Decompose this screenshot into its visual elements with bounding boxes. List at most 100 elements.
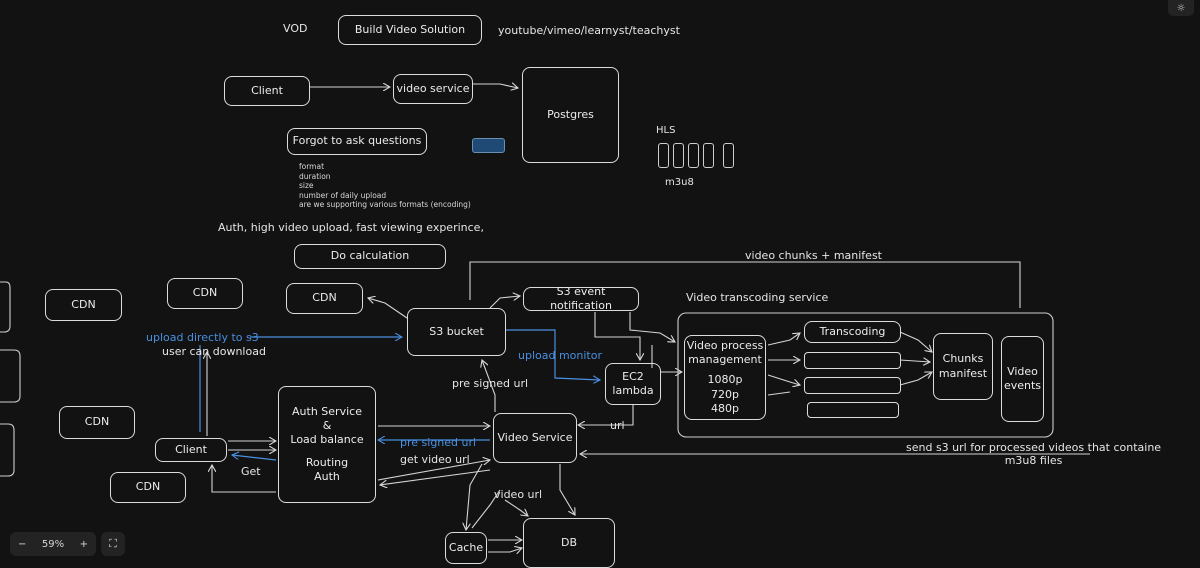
video-process-management-box[interactable]: Video process management 1080p 720p 480p xyxy=(684,335,766,420)
fit-screen-button[interactable]: ⛶ xyxy=(101,532,125,556)
line-cache-return xyxy=(471,489,501,529)
cdn-box[interactable]: CDN xyxy=(286,283,363,314)
arrow-event-ec2 xyxy=(594,312,640,360)
ec2-lambda-box[interactable]: EC2 lambda xyxy=(605,363,661,405)
arrow-s3-cdn xyxy=(368,298,408,319)
questions-list: format duration size number of daily upl… xyxy=(299,162,499,210)
arrow-vpm-row3 xyxy=(767,374,800,385)
url-label: url xyxy=(610,419,625,432)
cache-box[interactable]: Cache xyxy=(445,532,487,564)
s3-event-notification-box[interactable]: S3 event notification xyxy=(523,285,639,312)
arrow-upload-monitor xyxy=(506,329,600,380)
hls-label: HLS xyxy=(656,125,676,136)
send-s3-line: m3u8 files xyxy=(1004,454,1063,467)
ec2-line: EC2 xyxy=(622,369,644,383)
partial-box-left-3 xyxy=(0,423,15,477)
vod-label: VOD xyxy=(283,22,308,35)
upload-monitor-label: upload monitor xyxy=(518,349,602,362)
s3-bucket-box[interactable]: S3 bucket xyxy=(407,308,506,356)
question-item: number of daily upload xyxy=(299,190,387,200)
vpm-line: Video process xyxy=(686,338,764,352)
auth-service-box[interactable]: Auth Service & Load balance Routing Auth xyxy=(278,386,376,503)
arrow-vpm-transcoding xyxy=(767,333,800,346)
auth-line: & xyxy=(322,419,332,433)
questions-box[interactable]: Forgot to ask questions xyxy=(287,128,427,155)
send-s3-label: send s3 url for processed videos that co… xyxy=(906,441,1161,467)
db-box[interactable]: DB xyxy=(523,518,615,568)
cdn-box[interactable]: CDN xyxy=(59,406,135,439)
arrow-auth-to-client-blue xyxy=(232,455,277,461)
question-item: are we supporting various formats (encod… xyxy=(299,200,471,210)
hls-segment xyxy=(673,143,684,168)
requirements-text: Auth, high video upload, fast viewing ex… xyxy=(218,221,484,234)
chunks-manifest-box[interactable]: Chunks manifest xyxy=(933,333,993,400)
send-s3-line: send s3 url for processed videos that co… xyxy=(906,441,1162,454)
zoom-control: − 59% + xyxy=(10,532,96,556)
arrow-row2-chunks xyxy=(899,360,930,362)
get-video-url-label: get video url xyxy=(400,453,470,466)
cdn-box[interactable]: CDN xyxy=(167,278,243,309)
transcoding-row xyxy=(807,402,899,418)
title-box[interactable]: Build Video Solution xyxy=(338,15,482,45)
arrow-ec2-videoservice xyxy=(578,404,634,425)
cdn-box[interactable]: CDN xyxy=(110,472,186,503)
vpm-line: 1080p xyxy=(707,373,743,387)
arrow-cache-db-b xyxy=(488,548,522,552)
video-chunks-manifest-label: video chunks + manifest xyxy=(745,249,882,262)
examples-text: youtube/vimeo/learnyst/teachyst xyxy=(498,24,680,37)
pre-signed-url-label: pre signed url xyxy=(452,377,529,390)
arrow-row3-chunks xyxy=(899,372,932,386)
ec2-line: lambda xyxy=(612,384,654,397)
arrow-videoservice-auth xyxy=(380,469,491,485)
video-events-box[interactable]: Video events xyxy=(1001,336,1044,422)
arrow-videoservice-cache xyxy=(466,463,483,530)
video-service-box-top[interactable]: video service xyxy=(393,74,473,104)
theme-toggle-icon[interactable]: ☼ xyxy=(1168,0,1194,16)
zoom-level[interactable]: 59% xyxy=(41,538,65,550)
pre-signed-url-blue-label: pre signed url xyxy=(400,436,477,449)
user-can-download-label: user can download xyxy=(162,345,266,358)
video-service-box[interactable]: Video Service xyxy=(493,413,577,463)
question-item: format xyxy=(299,162,325,171)
arrow-videoservice-postgres xyxy=(473,84,518,88)
client-box[interactable]: Client xyxy=(155,438,227,462)
hls-segment xyxy=(703,143,714,168)
hls-segment xyxy=(658,143,669,168)
vpm-line: management xyxy=(688,353,762,367)
upload-directly-label: upload directly to s3 xyxy=(146,331,259,344)
partial-box-left-2 xyxy=(0,349,21,403)
highlight-box xyxy=(472,138,505,153)
arrow-transcoding-chunks xyxy=(899,331,932,352)
m3u8-label: m3u8 xyxy=(665,177,694,188)
auth-line: Auth xyxy=(314,469,340,483)
arrow-auth-client-get xyxy=(212,465,276,493)
transcoding-service-title: Video transcoding service xyxy=(686,291,829,304)
events-line: Video xyxy=(1007,364,1038,378)
arrow-auth-videoservice-b xyxy=(377,460,490,481)
transcoding-row xyxy=(804,352,901,369)
chunks-line: Chunks xyxy=(942,352,984,366)
question-item: size xyxy=(299,181,314,191)
video-url-label: video url xyxy=(494,488,543,501)
do-calculation-box[interactable]: Do calculation xyxy=(294,244,446,269)
cdn-box[interactable]: CDN xyxy=(45,289,122,321)
transcoding-row xyxy=(804,377,901,394)
events-line: events xyxy=(1003,379,1042,392)
arrow-event-transcoding xyxy=(629,312,675,342)
partial-box-left-1 xyxy=(0,281,11,333)
client-box-top[interactable]: Client xyxy=(224,76,310,106)
zoom-in-button[interactable]: + xyxy=(79,538,88,550)
question-item: duration xyxy=(299,171,331,181)
transcoding-box[interactable]: Transcoding xyxy=(804,321,901,343)
zoom-out-button[interactable]: − xyxy=(18,538,27,550)
get-label: Get xyxy=(241,465,261,478)
auth-line: Routing xyxy=(305,455,349,469)
hls-segment xyxy=(723,143,734,168)
arrow-videoservice-db xyxy=(559,464,575,515)
postgres-box[interactable]: Postgres xyxy=(522,67,619,163)
line-vpm-row4 xyxy=(767,391,791,396)
vpm-line: 720p xyxy=(711,387,739,401)
auth-line: Auth Service xyxy=(292,404,362,418)
chunks-line: manifest xyxy=(938,366,988,380)
